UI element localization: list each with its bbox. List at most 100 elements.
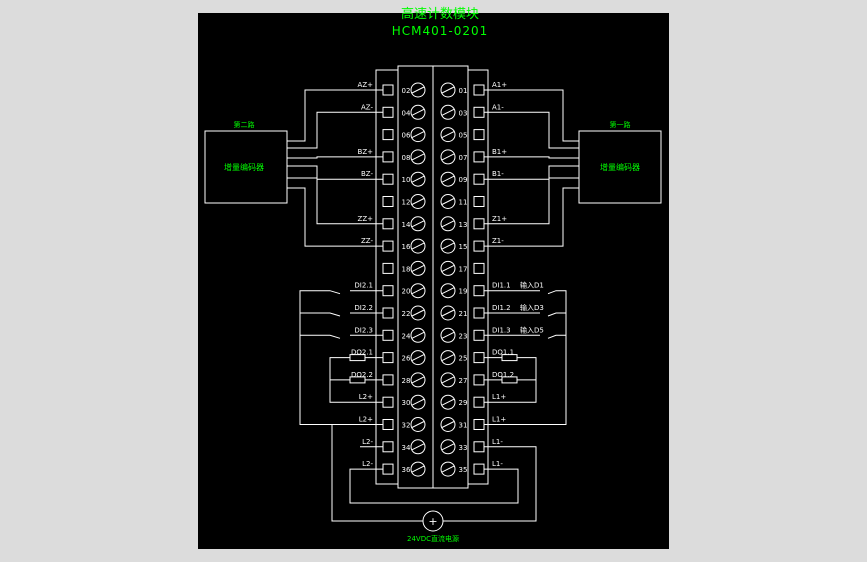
screw-left (410, 372, 426, 388)
terminal-number-left: 06 (402, 132, 411, 140)
terminal-number-left: 32 (402, 422, 411, 430)
screw-right (440, 149, 456, 165)
screw-slot (411, 86, 425, 94)
screw-slot (441, 175, 455, 183)
screw-left (410, 127, 426, 143)
input-label: 输入D5 (520, 325, 544, 334)
module-model: HCM401-0201 (392, 24, 489, 38)
screw-right (440, 417, 456, 432)
screw-slot (441, 421, 455, 428)
power-symbol: + (428, 515, 437, 528)
terminal-number-right: 01 (459, 87, 468, 95)
terminal-square-right (473, 262, 485, 274)
signal-label-left: BZ+ (358, 148, 374, 156)
encoder-right-header: 第一路 (610, 120, 631, 129)
signal-label-right: B1+ (492, 148, 507, 156)
signal-label-left: L2+ (359, 416, 373, 424)
terminal-square-left (382, 262, 394, 274)
screw-left (410, 327, 426, 343)
encoder-left: 第二路 增量编码器 (204, 120, 288, 204)
terminal-number-left: 16 (402, 243, 411, 251)
wire (287, 156, 383, 159)
terminal-number-right: 05 (459, 132, 468, 140)
screw-left (410, 194, 426, 209)
screw-slot (411, 354, 425, 362)
terminal-number-right: 17 (459, 265, 468, 273)
wire (287, 111, 383, 149)
screw-left (410, 417, 426, 432)
screw-right (440, 171, 456, 187)
power-source: + 24VDC直流电源 (407, 510, 459, 543)
screw-right (440, 327, 456, 343)
screw-slot (411, 108, 425, 116)
screw-left (410, 305, 426, 321)
screw-right (440, 439, 456, 455)
screw-slot (441, 108, 455, 116)
wire (484, 89, 579, 142)
screw-slot (441, 264, 455, 272)
signal-label-right: A1- (492, 103, 504, 111)
terminal-number-right: 33 (459, 444, 468, 452)
wire (287, 177, 383, 225)
signal-label-right: DI1.3 (492, 326, 511, 334)
signal-label-left: AZ- (361, 103, 373, 111)
screw-slot (441, 153, 455, 161)
encoder-left-header: 第二路 (234, 120, 255, 129)
terminal-block (375, 65, 489, 489)
screw-slot (411, 331, 425, 339)
terminal-number-right: 09 (459, 176, 468, 184)
wire (484, 177, 579, 225)
screw-slot (411, 376, 425, 384)
screw-slot (411, 264, 425, 272)
screw-slot (441, 86, 455, 94)
terminal-number-right: 15 (459, 243, 468, 251)
terminal-row: 06 05 (382, 127, 485, 143)
screw-left (410, 350, 426, 366)
screw-left (410, 283, 426, 299)
wire (443, 446, 537, 522)
terminal-number-right: 07 (459, 154, 468, 162)
resistor (501, 376, 518, 384)
resistor (501, 354, 518, 362)
signal-label-right: DI1.2 (492, 304, 511, 312)
signal-label-left: DI2.1 (354, 282, 373, 290)
power-label: 24VDC直流电源 (407, 534, 459, 543)
terminal-number-left: 12 (402, 199, 411, 207)
wire (300, 334, 383, 339)
screw-right (440, 216, 456, 232)
screw-slot (441, 287, 455, 295)
terminal-number-left: 36 (402, 466, 411, 474)
terminal-number-left: 14 (402, 221, 411, 229)
terminal-number-left: 28 (402, 377, 411, 385)
screw-slot (441, 443, 455, 451)
terminal-number-left: 18 (402, 265, 411, 273)
terminal-square-right (473, 196, 485, 207)
signal-label-right: DO1.1 (492, 349, 514, 357)
wiring (287, 89, 579, 522)
wire (484, 156, 579, 159)
screw-left (410, 149, 426, 165)
wire (484, 290, 567, 425)
screw-slot (441, 465, 455, 473)
signal-label-right: L1+ (492, 416, 506, 424)
terminal-number-left: 08 (402, 154, 411, 162)
screw-right (440, 394, 456, 410)
signal-label-left: DI2.3 (354, 326, 373, 334)
terminal-number-left: 10 (402, 176, 411, 184)
screw-slot (441, 242, 455, 250)
screw-left (410, 439, 426, 455)
signal-label-left: L2- (362, 438, 373, 446)
screw-slot (411, 153, 425, 161)
screw-slot (441, 398, 455, 406)
screw-left (410, 461, 426, 477)
screw-left (410, 171, 426, 187)
signal-label-left: DO2.2 (351, 371, 373, 379)
